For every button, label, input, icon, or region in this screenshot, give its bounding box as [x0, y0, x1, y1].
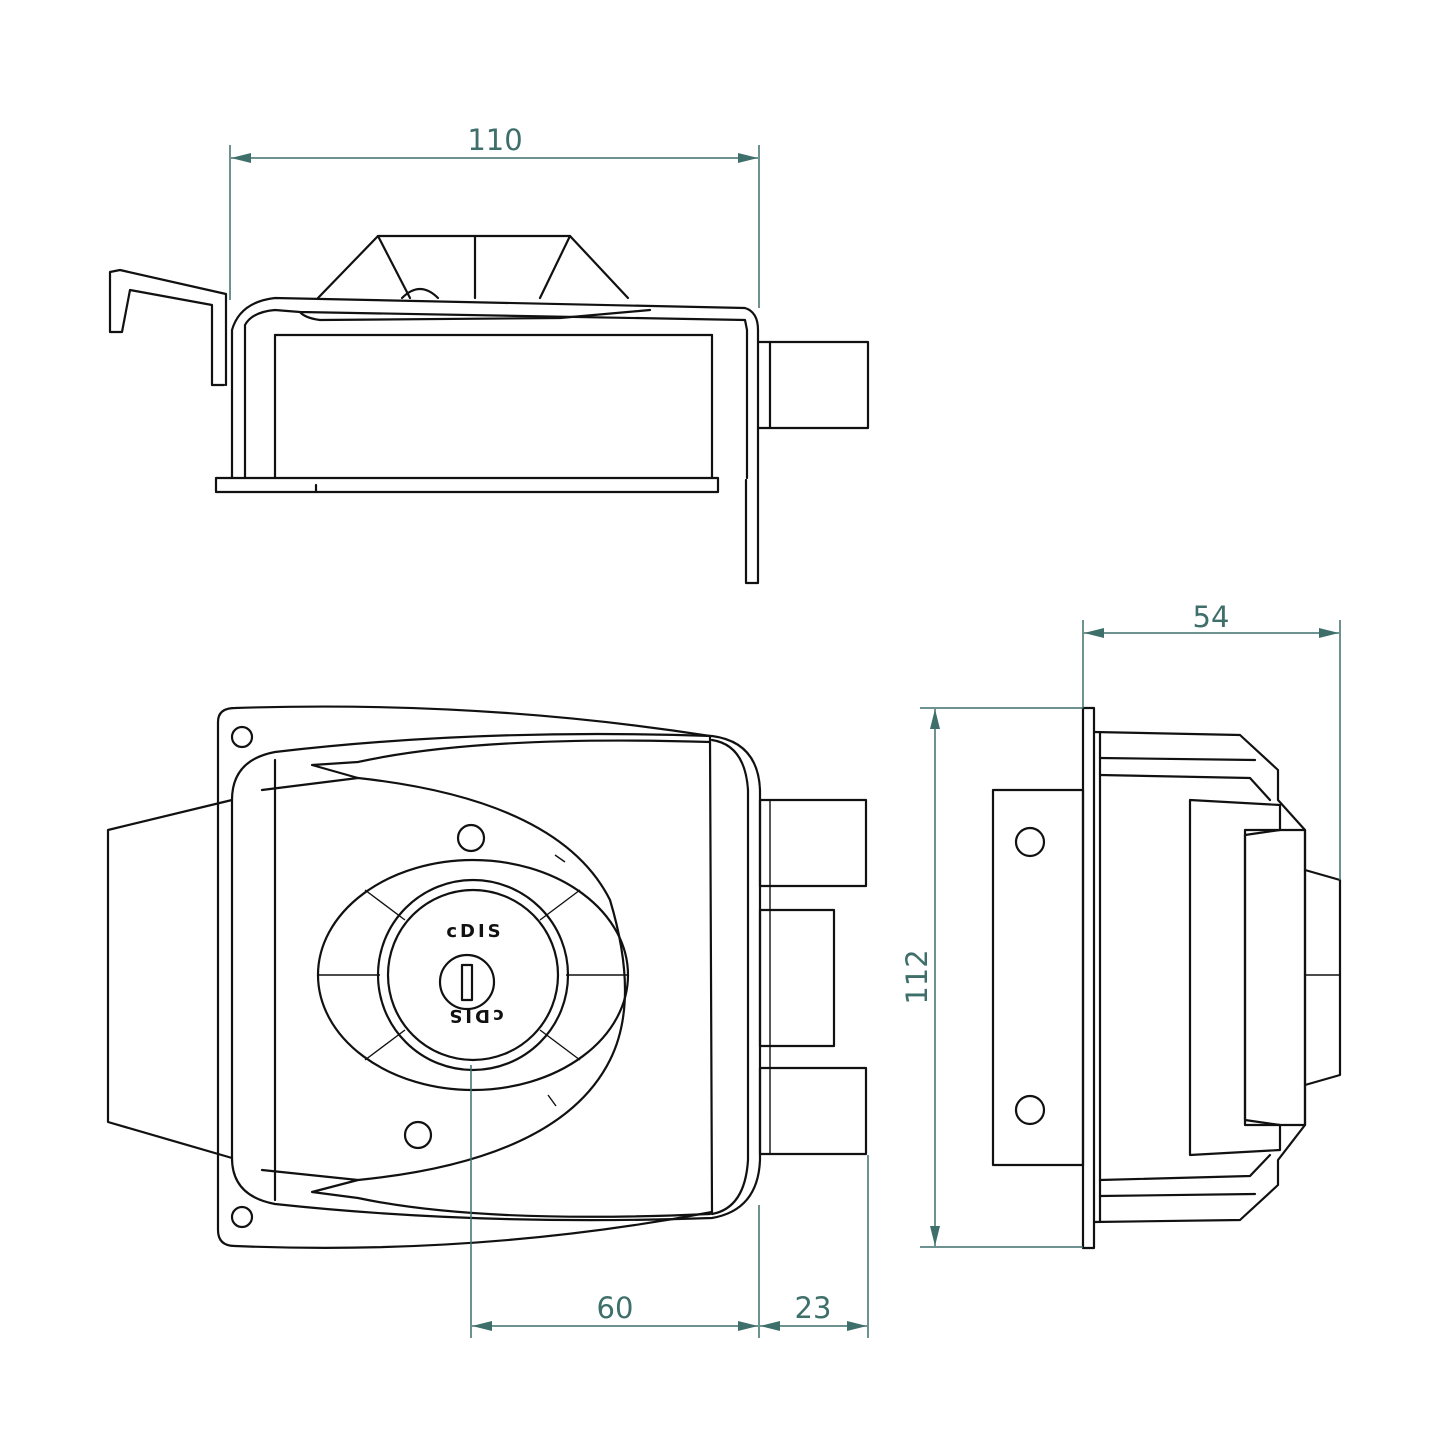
top-view-bolt — [756, 340, 870, 430]
top-view-base-plate — [214, 476, 720, 494]
front-view-brand-bottom: cDIS — [446, 1005, 503, 1026]
front-view-keyhole-icon — [460, 963, 474, 1002]
side-view: 54 112 — [900, 600, 1342, 1250]
front-view-cylinder-ring — [376, 878, 570, 1072]
front-view-hole-bottom-left — [230, 1205, 254, 1229]
front-view-hole-top-left — [230, 725, 254, 749]
front-view-top-wedge — [260, 739, 712, 792]
top-view-cylinder — [316, 234, 630, 300]
front-view-latch — [758, 908, 836, 1048]
front-view-keyway — [438, 953, 496, 1011]
side-view-mount-plate — [991, 788, 1085, 1167]
top-view-ridge — [298, 308, 652, 322]
side-view-top-edge — [1098, 756, 1257, 762]
front-view-hole-lower — [403, 1120, 433, 1150]
front-view-escutcheon — [356, 776, 627, 1182]
top-view-striker — [744, 478, 760, 585]
top-view-cyl-facet-3 — [538, 234, 572, 300]
side-view-handle-face — [1243, 828, 1307, 1127]
front-view: cDIS cDIS 60 23 — [106, 705, 869, 1338]
front-view-housing-right — [710, 738, 750, 1216]
side-view-back-plate — [1081, 706, 1096, 1250]
side-view-step-bottom — [1098, 1153, 1272, 1182]
dim-60-label: 60 — [597, 1291, 634, 1325]
top-view-body — [230, 296, 760, 482]
side-view-hole-top — [1014, 826, 1046, 858]
front-view-escutcheon-marks — [547, 854, 566, 1107]
front-view-back-plate — [216, 705, 714, 1249]
front-view-bolt-bottom — [758, 1066, 868, 1156]
front-view-hole-upper — [456, 823, 486, 853]
top-view-hook — [108, 268, 228, 387]
top-view-cyl-facet-1 — [376, 234, 412, 300]
top-view: 110 — [108, 123, 870, 585]
side-view-cylinder-nose — [1303, 868, 1342, 1087]
side-view-handle — [1188, 798, 1282, 1157]
front-view-handle — [106, 798, 234, 1160]
front-view-housing — [230, 732, 762, 1222]
side-view-bottom-edge — [1098, 1192, 1257, 1198]
front-view-bolt-top — [758, 798, 868, 888]
side-view-hole-bottom — [1014, 1094, 1046, 1126]
dim-112-label: 112 — [900, 949, 934, 1004]
side-view-step-top — [1098, 773, 1272, 802]
front-view-brand-top: cDIS — [446, 921, 503, 942]
front-view-bottom-wedge — [260, 1168, 712, 1218]
dim-54-label: 54 — [1193, 600, 1230, 634]
top-view-inner-face — [243, 308, 749, 480]
dim-23-label: 23 — [795, 1291, 832, 1325]
front-view-cylinder-face — [386, 888, 560, 1062]
dim-110-label: 110 — [467, 123, 522, 157]
top-view-keyhole-arc — [400, 287, 440, 300]
